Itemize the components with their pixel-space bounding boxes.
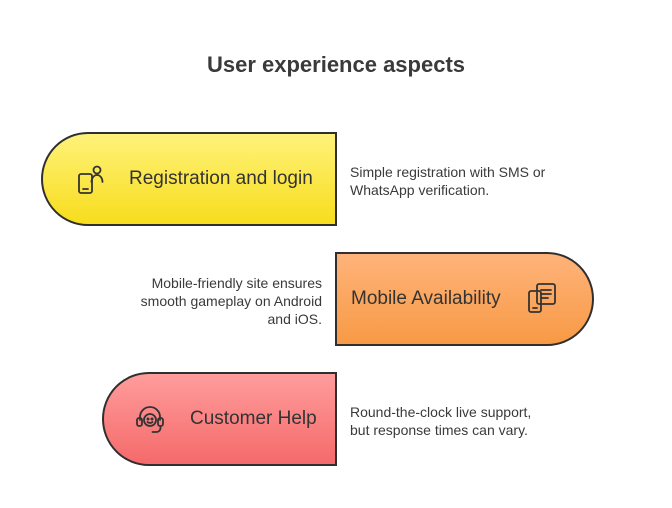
mobile-devices-icon — [526, 282, 558, 314]
registration-login-pill: Registration and login — [41, 132, 337, 226]
diagram-title: User experience aspects — [206, 52, 466, 77]
customer-help-description: Round-the-clock live support, but respon… — [350, 404, 532, 438]
registration-login-label: Registration and login — [129, 168, 313, 189]
user-phone-icon — [74, 163, 106, 195]
registration-login-description: Simple registration with SMS or WhatsApp… — [350, 164, 546, 198]
mobile-availability-description: Mobile-friendly site ensures smooth game… — [140, 275, 322, 327]
headset-support-icon — [134, 403, 166, 435]
mobile-availability-label: Mobile Availability — [351, 288, 501, 309]
customer-help-label: Customer Help — [190, 408, 317, 429]
mobile-availability-pill: Mobile Availability — [335, 252, 594, 346]
